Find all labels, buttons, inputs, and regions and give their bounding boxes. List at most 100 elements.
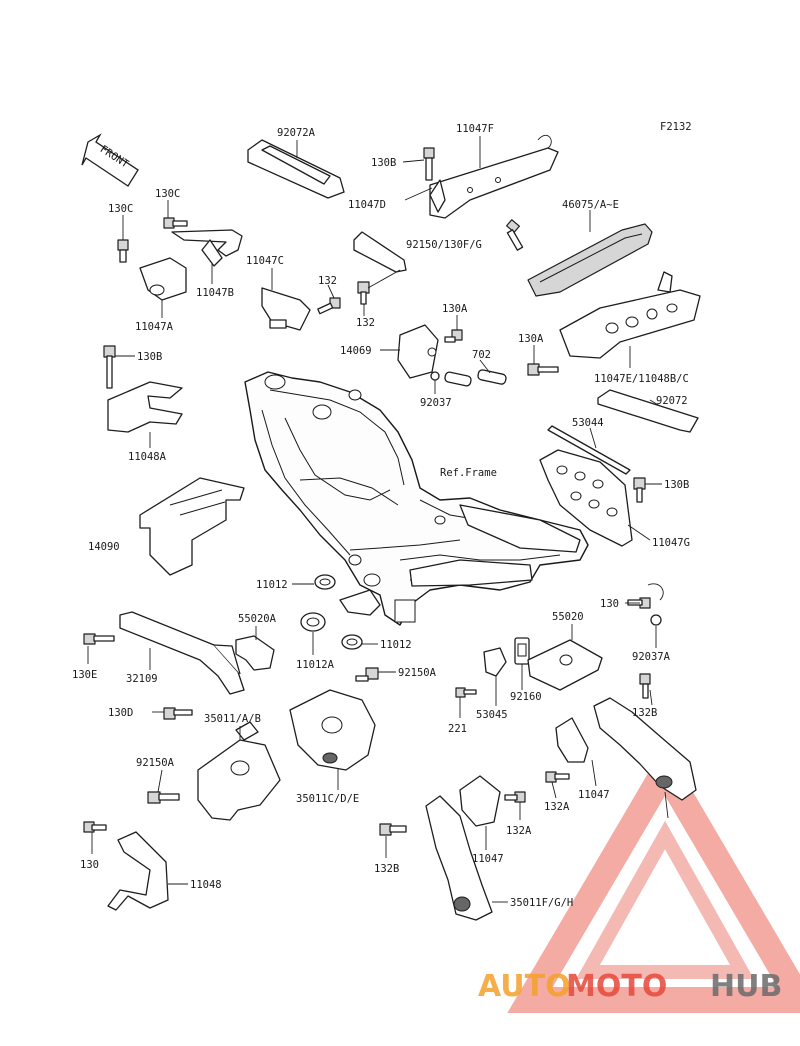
part-11047E[interactable]	[559, 271, 701, 359]
label-14090: 14090	[88, 541, 120, 553]
bolt-130B-left[interactable]	[103, 345, 116, 389]
part-92072[interactable]	[597, 389, 699, 433]
main-frame-assembly	[244, 371, 589, 626]
part-35011AB[interactable]	[197, 721, 281, 821]
bolt-130E[interactable]	[83, 633, 115, 645]
part-labels: 92072A 11047F 130B 11047D 46075/A~E 130C…	[72, 123, 690, 909]
label-130B-left: 130B	[137, 351, 162, 363]
label-11047-b: 11047	[472, 853, 504, 865]
part-11047G[interactable]	[539, 449, 633, 547]
label-132-a: 132	[318, 275, 337, 287]
label-132A-b: 132A	[506, 825, 532, 837]
bolt-132-b[interactable]	[357, 281, 370, 305]
label-11047F: 11047F	[456, 123, 494, 135]
label-11048A: 11048A	[128, 451, 167, 463]
part-14090[interactable]	[139, 477, 245, 576]
label-221: 221	[448, 723, 467, 735]
part-53044[interactable]	[547, 425, 631, 475]
label-92150-130FG: 92150/130F/G	[406, 239, 482, 251]
front-arrow-icon: FRONT	[81, 133, 139, 187]
part-11047-a[interactable]	[555, 717, 589, 763]
bolt-132B-a[interactable]	[639, 673, 651, 699]
label-132A-a: 132A	[544, 801, 570, 813]
part-rear-rails	[339, 504, 581, 616]
label-130B-right: 130B	[664, 479, 689, 491]
part-35011FGH[interactable]	[425, 795, 493, 921]
part-55020[interactable]	[527, 639, 603, 691]
part-92150-plate[interactable]	[353, 231, 407, 273]
label-32109: 32109	[126, 673, 158, 685]
part-11047B[interactable]	[171, 229, 243, 267]
label-130-bottom: 130	[80, 859, 99, 871]
bolt-130-right[interactable]	[627, 597, 662, 626]
watermark-text: AUTO MOTO HUB	[478, 969, 782, 1004]
part-11047A[interactable]	[139, 257, 187, 301]
part-55020A[interactable]	[235, 635, 275, 671]
bolt-92150A-a[interactable]	[355, 667, 379, 682]
part-11047F[interactable]	[429, 134, 559, 219]
part-46075[interactable]	[527, 223, 653, 297]
label-46075: 46075/A~E	[562, 199, 619, 211]
watermark-moto: MOTO	[566, 969, 667, 1004]
bolt-130B-right[interactable]	[633, 477, 646, 503]
part-53045[interactable]	[483, 647, 507, 677]
part-92037[interactable]	[430, 371, 440, 381]
bolt-130C-a[interactable]	[163, 217, 188, 229]
label-130E: 130E	[72, 669, 97, 681]
label-92160: 92160	[510, 691, 542, 703]
bolt-46075[interactable]	[505, 219, 524, 251]
watermark-hub: HUB	[710, 969, 782, 1004]
bolt-132A-a[interactable]	[545, 771, 570, 783]
part-11048[interactable]	[107, 831, 169, 911]
part-11012-b[interactable]	[341, 634, 363, 650]
label-11012-a: 11012	[256, 579, 288, 591]
part-35011IJK[interactable]	[593, 697, 697, 801]
label-130B-top: 130B	[371, 157, 396, 169]
label-11047G: 11047G	[652, 537, 690, 549]
label-11047E: 11047E/11048B/C	[594, 373, 689, 385]
part-92160[interactable]	[514, 637, 530, 665]
bolt-132-a[interactable]	[317, 297, 341, 315]
label-11012A: 11012A	[296, 659, 335, 671]
label-11048: 11048	[190, 879, 222, 891]
part-11048A[interactable]	[107, 381, 183, 433]
label-132B-a: 132B	[632, 707, 657, 719]
label-132B-b: 132B	[374, 863, 399, 875]
label-53045: 53045	[476, 709, 508, 721]
part-11047-b[interactable]	[459, 775, 501, 827]
part-92072A[interactable]	[247, 139, 345, 199]
part-11012A[interactable]	[300, 612, 326, 632]
bolt-130C-b[interactable]	[117, 239, 129, 263]
label-11012-b: 11012	[380, 639, 412, 651]
part-35011CDE[interactable]	[289, 689, 376, 771]
bolt-130A-b[interactable]	[527, 363, 559, 376]
label-92037A: 92037A	[632, 651, 671, 663]
bolt-132B-b[interactable]	[379, 823, 407, 836]
bolt-92150A-b[interactable]	[147, 791, 180, 804]
label-55020: 55020	[552, 611, 584, 623]
label-130-right: 130	[600, 598, 619, 610]
label-35011AB: 35011/A/B	[204, 713, 261, 725]
part-702-pipes[interactable]	[444, 369, 507, 387]
label-35011CDE: 35011C/D/E	[296, 793, 359, 805]
label-11047D: 11047D	[348, 199, 386, 211]
label-35011FGH: 35011F/G/H	[510, 897, 573, 909]
bolt-221[interactable]	[455, 687, 477, 698]
label-92150A-b: 92150A	[136, 757, 175, 769]
label-92072A: 92072A	[277, 127, 316, 139]
label-130C-b: 130C	[108, 203, 133, 215]
bolt-130B-top[interactable]	[423, 147, 435, 181]
bolt-130A-a[interactable]	[444, 329, 463, 343]
part-11012-a[interactable]	[314, 574, 336, 590]
label-11047C: 11047C	[246, 255, 284, 267]
bolt-130-bottom[interactable]	[83, 821, 107, 833]
label-702: 702	[472, 349, 491, 361]
bolt-132A-b[interactable]	[504, 791, 526, 803]
bolt-130D[interactable]	[163, 707, 193, 720]
label-130D: 130D	[108, 707, 133, 719]
label-55020A: 55020A	[238, 613, 277, 625]
label-11047-a: 11047	[578, 789, 610, 801]
part-32109[interactable]	[119, 611, 245, 695]
part-11047C[interactable]	[261, 287, 311, 331]
part-14069[interactable]	[397, 324, 439, 379]
